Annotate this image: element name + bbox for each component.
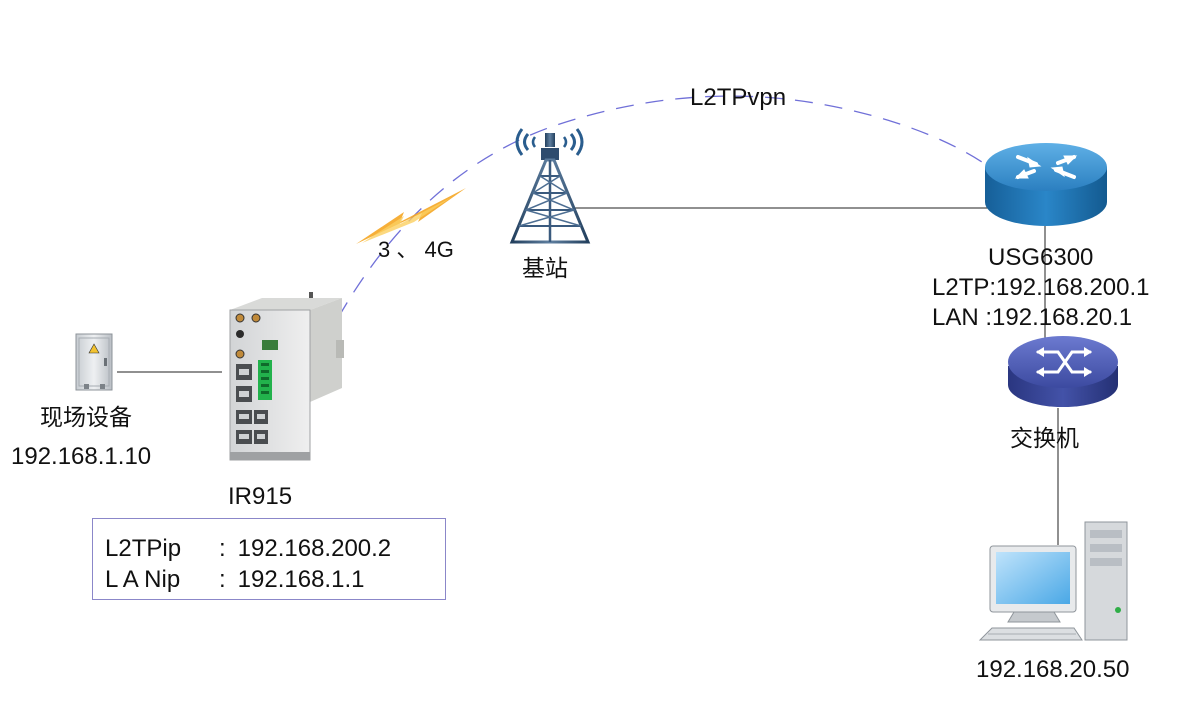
router-ip-info-box: L2TPip:192.168.200.2 L A Nip:192.168.1.1 (92, 518, 446, 600)
wireless-link-label: 3 、 4G (378, 237, 454, 262)
field-device-ip: 192.168.1.10 (11, 443, 152, 470)
vpn-link-label: L2TPvpn (690, 84, 787, 111)
router-lan-value: 192.168.1.1 (237, 566, 365, 593)
usg-router-icon (985, 143, 1107, 226)
switch-label: 交换机 (1010, 426, 1079, 452)
router-l2tp-key: L2TPip (105, 535, 182, 562)
field-device-label: 现场设备 (40, 405, 132, 431)
router-l2tp-value: 192.168.200.2 (237, 535, 392, 562)
usg-l2tp-ip: L2TP:192.168.200.1 (932, 274, 1150, 301)
ir915-router-icon (229, 292, 344, 461)
tower-label: 基站 (522, 256, 568, 282)
field-device-cabinet-icon (75, 333, 113, 391)
vpn-tunnel-arc (337, 95, 989, 319)
router-l2tp-row: L2TPip:192.168.200.2 (105, 535, 392, 562)
pc-ip: 192.168.20.50 (976, 656, 1130, 683)
usg-label: USG6300 (988, 244, 1094, 271)
router-label: IR915 (228, 483, 293, 510)
router-lan-key: L A Nip (105, 566, 181, 593)
wireless-bolt-icon (356, 188, 466, 244)
usg-lan-ip: LAN :192.168.20.1 (932, 304, 1133, 331)
router-lan-row: L A Nip:192.168.1.1 (105, 566, 365, 593)
cell-tower-icon (509, 128, 591, 244)
switch-icon (1008, 336, 1118, 407)
pc-icon (978, 521, 1128, 641)
